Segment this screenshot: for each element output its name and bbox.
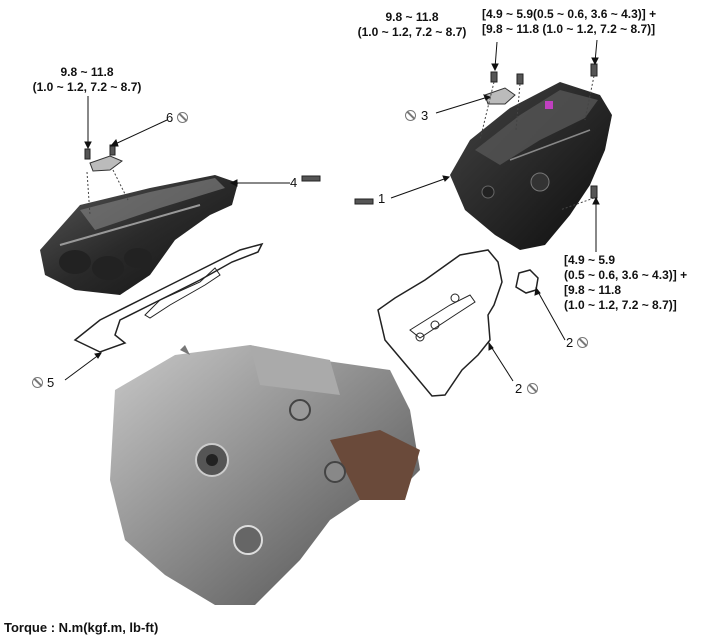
do-not-reuse-icon [177,112,188,123]
leader-lines [64,39,600,382]
plug-seal-ring-1 [450,293,460,303]
callout-1: 1 [378,191,386,206]
alignment-lines [86,75,595,216]
torque-right-line1: [4.9 ~ 5.9 [564,253,616,267]
torque-top-right-line1: [4.9 ~ 5.9(0.5 ~ 0.6, 3.6 ~ 4.3)] + [482,7,657,21]
callout-3: 3 [421,108,429,123]
torque-right: [4.9 ~ 5.9 (0.5 ~ 0.6, 3.6 ~ 4.3)] + [9.… [564,253,687,313]
callout-6: 6 [166,110,174,125]
do-not-reuse-icon [577,337,588,348]
torque-top-center-line1: 9.8 ~ 11.8 [385,10,439,24]
callout-4: 4 [290,175,298,190]
torque-top-right-line2: [9.8 ~ 11.8 (1.0 ~ 1.2, 7.2 ~ 8.7)] [482,22,656,36]
left-head-cover [40,175,238,295]
torque-top-center: 9.8 ~ 11.8 (1.0 ~ 1.2, 7.2 ~ 8.7) [352,10,472,40]
left-gasket [73,242,264,353]
right-gasket-inner [409,294,476,339]
callout-5: 5 [47,375,55,390]
torque-left-line1: 9.8 ~ 11.8 [60,65,114,79]
left-gasket-inner [144,267,221,319]
torque-left-line2: (1.0 ~ 1.2, 7.2 ~ 8.7) [32,80,142,94]
small-seal [515,269,539,294]
do-not-reuse-icon [32,377,43,388]
torque-right-line4: (1.0 ~ 1.2, 7.2 ~ 8.7)] [564,298,677,312]
torque-top-center-line2: (1.0 ~ 1.2, 7.2 ~ 8.7) [357,25,467,39]
washer-plate-left [89,155,123,172]
torque-unit-note: Torque : N.m(kgf.m, lb-ft) [4,620,159,635]
do-not-reuse-icon [527,383,538,394]
do-not-reuse-icon [405,110,416,121]
plug-seal-ring-3 [415,332,425,342]
callout-2-small-seal: 2 [566,335,574,350]
torque-right-line3: [9.8 ~ 11.8 [564,283,622,297]
washer-plate-right [484,87,516,105]
torque-top-right: [4.9 ~ 5.9(0.5 ~ 0.6, 3.6 ~ 4.3)] + [9.8… [482,7,656,37]
callout-2-gasket: 2 [515,381,523,396]
torque-left: 9.8 ~ 11.8 (1.0 ~ 1.2, 7.2 ~ 8.7) [22,65,152,95]
right-gasket [377,249,503,397]
right-head-cover [450,82,612,250]
torque-right-line2: (0.5 ~ 0.6, 3.6 ~ 4.3)] + [564,268,688,282]
engine-assembly [110,345,420,605]
plug-seal-ring-2 [430,320,440,330]
